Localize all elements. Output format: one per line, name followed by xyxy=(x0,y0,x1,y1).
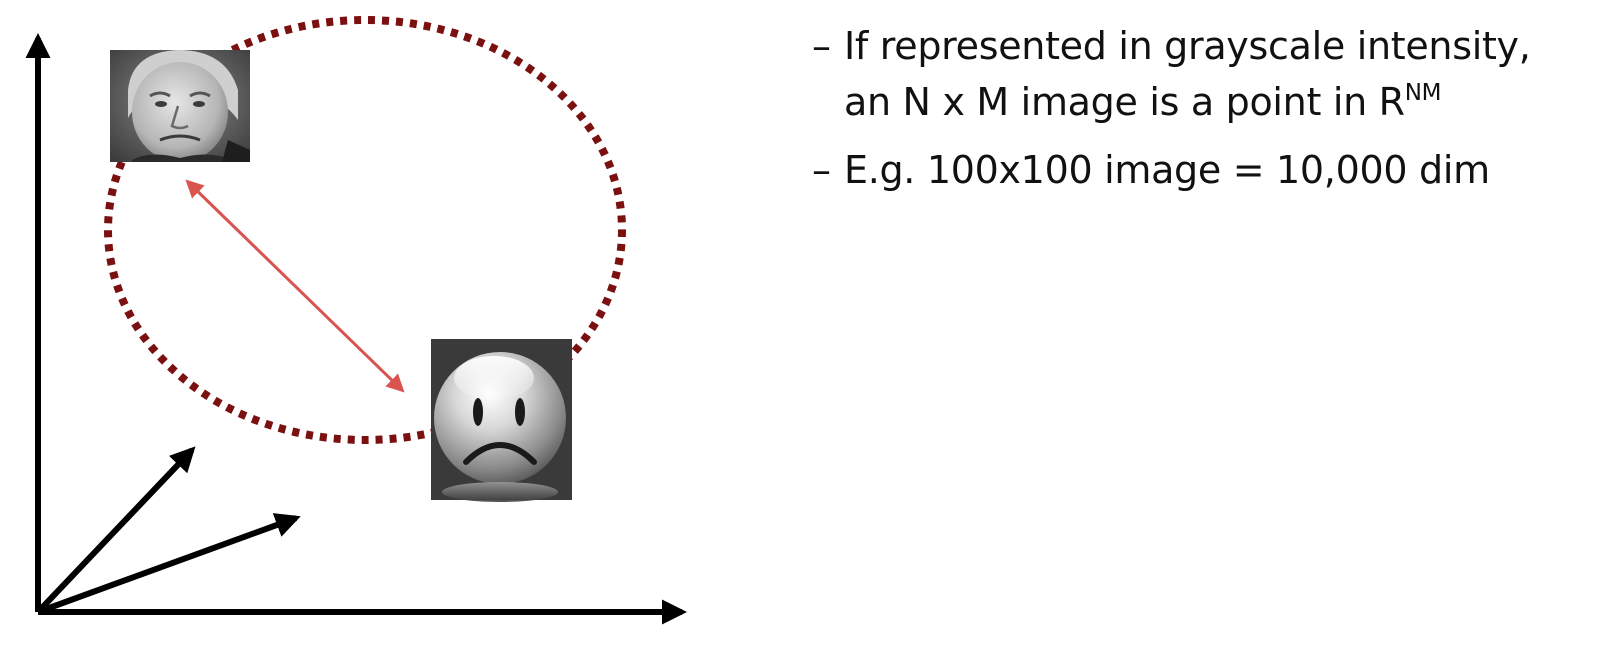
bullet-list: – If represented in grayscale intensity,… xyxy=(812,18,1592,210)
face-photo xyxy=(110,50,250,162)
image-space-diagram xyxy=(25,16,688,625)
bullet-grayscale-point: – If represented in grayscale intensity,… xyxy=(812,18,1592,130)
dotted-circle xyxy=(104,16,626,444)
bullet-text-line2: an N x M image is a point in R xyxy=(844,80,1405,124)
bullet-text-line1: If represented in grayscale intensity, xyxy=(844,24,1531,68)
superscript-nm: NM xyxy=(1404,80,1442,107)
bullet-text-example: E.g. 100x100 image = 10,000 dim xyxy=(844,148,1490,192)
basis-vector-1 xyxy=(35,446,196,615)
bullet-dash: – xyxy=(812,24,831,68)
sad-face-icon xyxy=(431,339,572,502)
bullet-dash: – xyxy=(812,148,831,192)
basis-vector-2 xyxy=(36,513,301,615)
bullet-example-dim: – E.g. 100x100 image = 10,000 dim xyxy=(812,142,1592,198)
distance-arrow xyxy=(185,179,405,393)
